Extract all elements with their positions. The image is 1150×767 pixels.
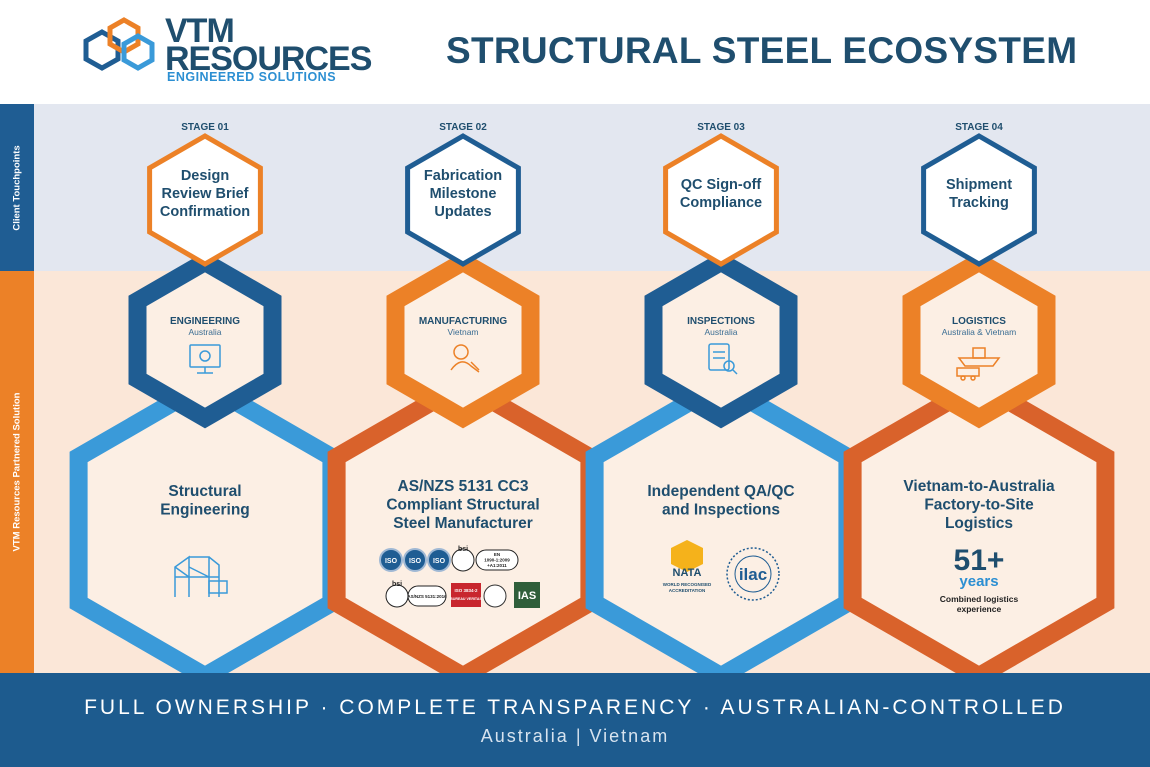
- asnzs-badge-text: AS/NZS 5131:2016: [407, 594, 447, 599]
- touchpoint-text: Shipment: [946, 177, 1012, 193]
- stat-unit: years: [959, 573, 998, 590]
- iso-badge: [379, 548, 403, 572]
- stat-value: 51+: [954, 544, 1005, 577]
- brand-line-2: RESOURCES: [165, 40, 372, 78]
- monitor-gear-icon: [189, 344, 221, 374]
- asnzs-badge: [407, 585, 447, 607]
- ias-badge: [514, 582, 540, 608]
- brand-line-1: VTM: [165, 12, 235, 50]
- ilac-logo-ring: [726, 547, 780, 601]
- en-cert-text: 1090-1:2009: [484, 558, 510, 563]
- stage-label: STAGE 02: [439, 122, 487, 133]
- iso-badge-label: ISO: [409, 558, 422, 565]
- solution-text: Factory-to-Site: [924, 497, 1034, 514]
- touchpoint-hexagon: [663, 133, 779, 267]
- bsi-badge: [451, 548, 475, 572]
- bsi-badge-label: bsi: [392, 581, 402, 588]
- welder-icon: [450, 344, 480, 373]
- service-hexagon: [902, 251, 1056, 429]
- service-hexagon: [644, 251, 798, 429]
- iso-badge-label: ISO: [433, 558, 446, 565]
- ilac-logo-inner: [734, 555, 772, 593]
- logo-icon: [83, 17, 155, 71]
- bureau-veritas-text: BUREAU VERITAS: [450, 597, 482, 601]
- stage-label: STAGE 03: [697, 122, 745, 133]
- solution-text: Independent QA/QC: [647, 483, 794, 500]
- side-tab-client-touchpoints: Client Touchpoints: [0, 104, 34, 271]
- stage-label: STAGE 04: [955, 122, 1003, 133]
- nata-subtext: ACCREDITATION: [669, 588, 706, 593]
- solution-text: and Inspections: [662, 502, 780, 519]
- touchpoint-hexagon: [405, 133, 521, 267]
- seal-badge: [483, 584, 507, 608]
- bsi-badge-label: bsi: [458, 546, 468, 553]
- stage-label: STAGE 01: [181, 122, 229, 133]
- checklist-icon: [708, 343, 738, 375]
- ship-truck-icon: [956, 347, 1001, 381]
- stage-column-2: STAGE 02 FabricationMilestoneUpdatesMANUF…: [327, 122, 599, 687]
- solution-text: Vietnam-to-Australia: [903, 478, 1055, 495]
- ias-badge-label: IAS: [518, 590, 536, 602]
- en-cert-badge: [475, 549, 519, 571]
- service-location: Australia: [188, 327, 221, 337]
- touchpoint-text: Compliance: [680, 195, 762, 211]
- stat-caption: experience: [957, 604, 1002, 614]
- side-tab-partnered-solution: VTM Resources Partnered Solution: [0, 271, 34, 673]
- service-hexagon: [128, 251, 282, 429]
- iso-3834-text: ISO 3834-2: [454, 588, 478, 593]
- iso-badge: [403, 548, 427, 572]
- touchpoint-text: Confirmation: [160, 204, 250, 220]
- stage-column-4: STAGE 04 ShipmentTrackingLOGISTICSAustral…: [843, 122, 1115, 687]
- service-location: Australia & Vietnam: [942, 327, 1017, 337]
- nata-logo-label: NATA: [673, 567, 702, 579]
- solution-text: Structural: [168, 483, 241, 500]
- brand-tagline: ENGINEERED SOLUTIONS: [167, 70, 337, 84]
- service-location: Australia: [704, 327, 737, 337]
- steel-frame-icon: [174, 555, 228, 597]
- service-location: Vietnam: [447, 327, 478, 337]
- touchpoint-text: Fabrication: [424, 168, 502, 184]
- solution-text: Steel Manufacturer: [393, 515, 533, 532]
- solution-text: Compliant Structural: [386, 497, 539, 514]
- solution-text: AS/NZS 5131 CC3: [398, 478, 529, 495]
- service-title: ENGINEERING: [170, 316, 240, 327]
- iso-3834-badge: [451, 583, 481, 607]
- stage-column-3: STAGE 03 QC Sign-offComplianceINSPECTIONS…: [585, 122, 857, 687]
- footer-tagline: FULL OWNERSHIP · COMPLETE TRANSPARENCY ·…: [84, 696, 1066, 719]
- touchpoint-text: Milestone: [430, 186, 497, 202]
- nata-logo-mark: [671, 540, 703, 572]
- service-title: INSPECTIONS: [687, 316, 755, 327]
- ilac-logo-label: ilac: [739, 565, 767, 584]
- header: [0, 0, 1150, 104]
- touchpoint-text: Design: [181, 168, 229, 184]
- solution-text: Logistics: [945, 515, 1013, 532]
- nata-subtext: WORLD RECOGNISED: [663, 582, 712, 587]
- footer: [0, 673, 1150, 767]
- en-cert-text: +A1:2011: [487, 563, 507, 568]
- en-cert-text: EN: [494, 552, 500, 557]
- footer-locations: Australia | Vietnam: [480, 726, 670, 746]
- bsi-badge: [385, 584, 409, 608]
- touchpoint-text: Updates: [434, 204, 491, 220]
- service-title: MANUFACTURING: [419, 316, 508, 327]
- touchpoint-hexagon: [921, 133, 1037, 267]
- stat-caption: Combined logistics: [940, 594, 1019, 604]
- solution-text: Engineering: [160, 502, 250, 519]
- service-hexagon: [386, 251, 540, 429]
- touchpoint-text: Review Brief: [161, 186, 248, 202]
- touchpoint-text: QC Sign-off: [681, 177, 762, 193]
- service-title: LOGISTICS: [952, 316, 1006, 327]
- touchpoint-hexagon: [147, 133, 263, 267]
- page-title: STRUCTURAL STEEL ECOSYSTEM: [446, 30, 1078, 71]
- touchpoint-text: Tracking: [949, 195, 1009, 211]
- iso-badge: [427, 548, 451, 572]
- iso-badge-label: ISO: [385, 558, 398, 565]
